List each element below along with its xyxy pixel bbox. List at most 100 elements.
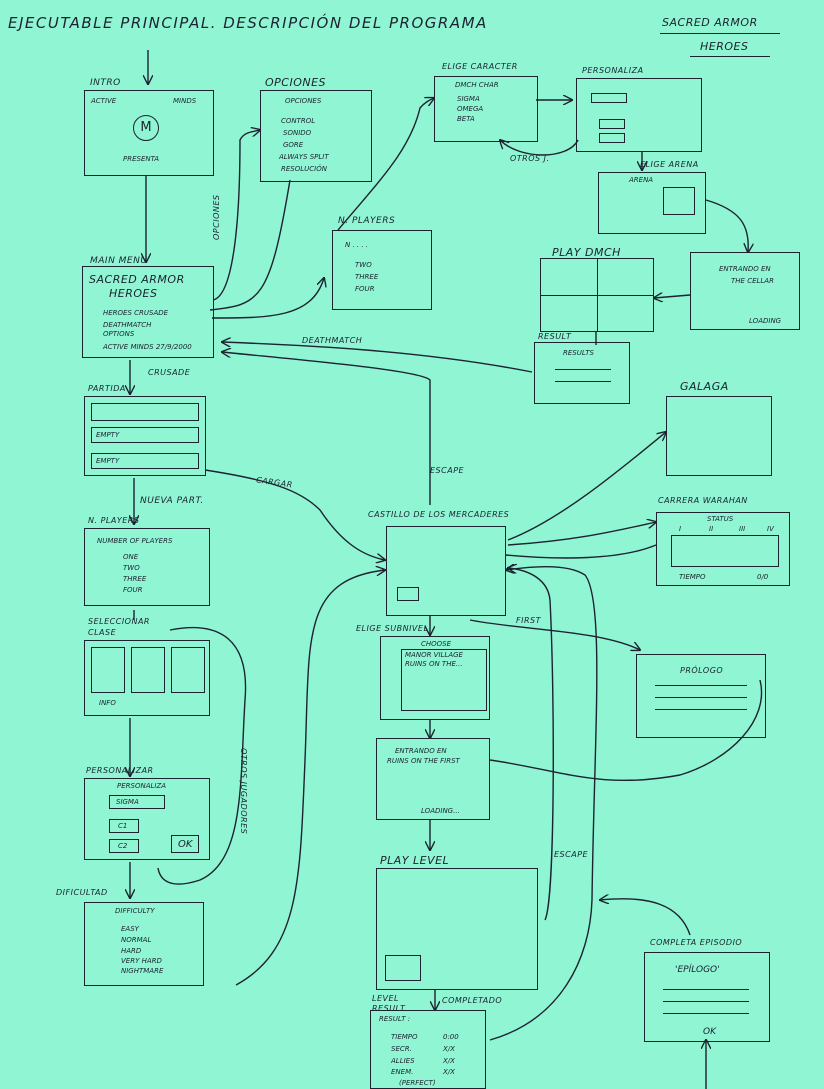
entrando-dm-screen: ENTRANDO EN THE CELLAR LOADING [690, 252, 800, 330]
result-row-label: ENEM. [391, 1068, 414, 1076]
difficulty-item: NORMAL [121, 936, 152, 944]
name-value: SIGMA [116, 798, 139, 806]
title-underline [660, 33, 780, 34]
result-row-label: ALLIES [391, 1057, 415, 1065]
carrera-screen: STATUS I II III IV TIEMPO 0/0 [656, 512, 790, 586]
text-line-sketch [663, 1013, 749, 1014]
label-play-level: PLAY LEVEL [380, 854, 450, 867]
label-play-dmch: PLAY DMCH [552, 246, 621, 259]
nplayers-top-opt: TWO [355, 261, 372, 269]
label-intro: INTRO [90, 78, 121, 88]
result-row-label: TIEMPO [391, 1033, 418, 1041]
carrera-header: STATUS [707, 515, 734, 523]
subnivel-title: CHOOSE [421, 640, 452, 648]
main-menu-item-deathmatch: DEATHMATCH [103, 321, 152, 329]
opciones-item: RESOLUCIÓN [281, 165, 327, 173]
text-line-sketch [663, 1001, 749, 1002]
carrera-col: III [739, 525, 746, 533]
result-title: RESULT : [379, 1015, 411, 1023]
difficulty-title: DIFFICULTY [115, 907, 155, 915]
name-field: SIGMA [109, 795, 165, 809]
label-otros-j: OTROS J. [510, 154, 550, 163]
label-personalizar: PERSONALIZAR [86, 766, 154, 775]
color-1-button: C1 [109, 819, 139, 833]
page-title: EJECUTABLE PRINCIPAL. DESCRIPCIÓN DEL PR… [8, 14, 488, 32]
label-crusade-arrow: CRUSADE [148, 368, 191, 377]
opciones-screen: OPCIONES CONTROL SONIDO GORE ALWAYS SPLI… [260, 90, 372, 182]
result-row-label: SECR. [391, 1045, 412, 1053]
opciones-title: OPCIONES [285, 97, 322, 105]
carrera-col: II [709, 525, 714, 533]
color-slot-sketch [599, 119, 625, 129]
epilogo-screen: 'EPÍLOGO' OK [644, 952, 770, 1042]
ok-label: OK [178, 839, 193, 850]
label-level-result: LEVEL RESULT [372, 994, 406, 1013]
nplayers-left-opt: ONE [123, 553, 139, 561]
personaliza-screen: PERSONALIZA SIGMA C1 C2 OK [84, 778, 210, 860]
hud-sketch [385, 955, 421, 981]
intro-screen: ACTIVE MINDS M PRESENTA [84, 90, 214, 176]
carrera-col: I [679, 525, 682, 533]
difficulty-item: NIGHTMARE [121, 967, 164, 975]
text-line-sketch [655, 685, 747, 686]
save-slot-2: EMPTY [91, 427, 199, 443]
color-2-label: C2 [118, 842, 128, 850]
prologo-screen [636, 654, 766, 738]
entrando-dm-line1: ENTRANDO EN [719, 265, 771, 273]
result-row-value: X/X [443, 1068, 455, 1076]
carrera-footer-left: TIEMPO [679, 573, 706, 581]
difficulty-item: HARD [121, 947, 142, 955]
carrera-footer-right: 0/0 [757, 573, 769, 581]
nplayers-top-opt: THREE [355, 273, 379, 281]
label-castillo: CASTILLO DE LOS MERCADERES [368, 510, 510, 519]
label-completado: COMPLETADO [442, 996, 503, 1005]
game-title-line1: SACRED ARMOR [662, 16, 758, 29]
entrando-dm-line3: LOADING [749, 317, 782, 325]
opciones-item: CONTROL [281, 117, 316, 125]
personaliza-title: PERSONALIZA [117, 782, 167, 790]
label-elige-subnivel: ELIGE SUBNIVEL [356, 624, 429, 633]
entrando-level-line1: ENTRANDO EN [395, 747, 447, 755]
label-escape-lower: ESCAPE [554, 850, 589, 859]
personaliza-dm-screen [576, 78, 702, 152]
color-2-button: C2 [109, 839, 139, 853]
label-partida: PARTIDA [88, 384, 126, 393]
label-carrera: CARRERA WARAHAN [658, 496, 748, 505]
results-dm-screen: RESULTS [534, 342, 630, 404]
subnivel-item: RUINS ON THE... [405, 660, 463, 668]
map-detail-sketch [397, 587, 419, 601]
entrando-level-line2: RUINS ON THE FIRST [387, 757, 460, 765]
galaga-screen [666, 396, 772, 476]
label-otros-jugadores: OTROS JUGADORES [239, 748, 248, 835]
title-underline-2 [690, 56, 770, 57]
nplayers-left-opt: FOUR [123, 586, 143, 594]
results-dm-title: RESULTS [563, 349, 594, 357]
nplayers-top-opt: FOUR [355, 285, 375, 293]
label-escape-upper: ESCAPE [430, 466, 465, 475]
nplayers-top-screen: N . . . . TWO THREE FOUR [332, 230, 432, 310]
dmch-char-title: DMCH CHAR [455, 81, 499, 89]
clase-info: INFO [99, 699, 116, 707]
label-elige-arena: ELIGE ARENA [640, 160, 699, 169]
carrera-col: IV [767, 525, 774, 533]
label-opciones: OPCIONES [265, 76, 327, 89]
partida-screen: EMPTY EMPTY [84, 396, 206, 476]
opciones-item: GORE [283, 141, 304, 149]
result-screen: RESULT : TIEMPO 0:00 SECR. X/X ALLIES X/… [370, 1010, 486, 1089]
result-row-value: X/X [443, 1057, 455, 1065]
label-completa-episodio: COMPLETA EPISODIO [650, 938, 743, 947]
text-line-sketch [655, 709, 747, 710]
game-title-line2: HEROES [700, 40, 749, 53]
class-portrait-3 [171, 647, 205, 693]
main-menu-title1: SACRED ARMOR [89, 273, 185, 286]
entrando-level-screen: ENTRANDO EN RUINS ON THE FIRST LOADING..… [376, 738, 490, 820]
arena-title: ARENA [629, 176, 654, 184]
name-field-sketch [591, 93, 627, 103]
label-deathmatch-arrow: DEATHMATCH [302, 336, 363, 345]
entrando-dm-line2: THE CELLAR [731, 277, 774, 285]
main-menu-item-options: OPTIONS [103, 330, 135, 338]
nplayers-left-title: NUMBER OF PLAYERS [97, 537, 173, 545]
opciones-item: SONIDO [283, 129, 312, 137]
main-menu-title2: HEROES [109, 287, 158, 300]
